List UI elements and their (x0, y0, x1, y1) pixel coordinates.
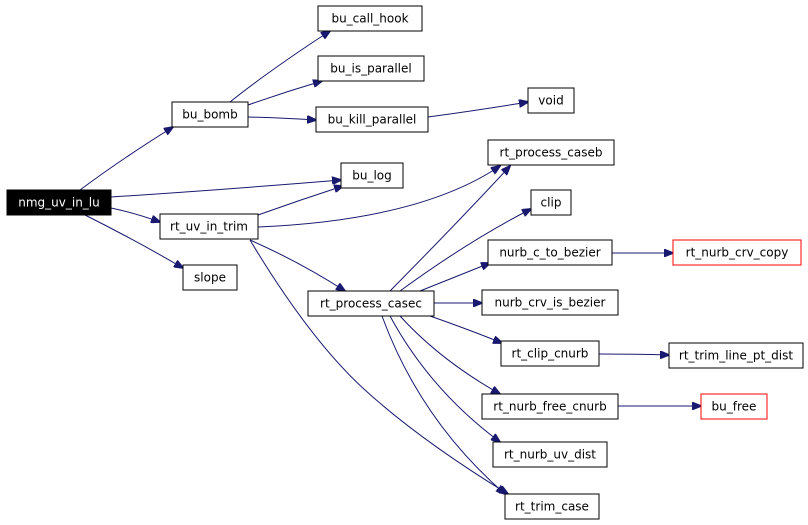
node-box-bu_bomb[interactable] (171, 101, 249, 128)
node-bu_is_parallel[interactable]: bu_is_parallel (317, 55, 425, 82)
edge-nmg_uv_in_lu-to-rt_uv_in_trim (110, 207, 160, 222)
node-rt_process_casec[interactable]: rt_process_casec (307, 290, 435, 317)
node-label-bu_bomb: bu_bomb (182, 108, 238, 122)
node-box-clip[interactable] (530, 189, 572, 216)
edge-nmg_uv_in_lu-to-bu_log (110, 180, 341, 198)
edge-bu_bomb-to-bu_kill_parallel (247, 117, 316, 120)
node-rt_uv_in_trim[interactable]: rt_uv_in_trim (159, 213, 259, 240)
node-label-rt_clip_cnurb: rt_clip_cnurb (512, 347, 589, 361)
edge-bu_kill_parallel-to-void (427, 102, 528, 118)
edge-bu_bomb-to-bu_call_hook (229, 31, 330, 103)
node-rt_clip_cnurb[interactable]: rt_clip_cnurb (500, 340, 600, 367)
node-label-rt_trim_case: rt_trim_case (515, 500, 589, 514)
node-box-bu_log[interactable] (340, 162, 404, 189)
edge-rt_uv_in_trim-to-rt_process_casec (249, 239, 345, 291)
node-box-rt_nurb_crv_copy[interactable] (672, 239, 802, 266)
node-box-rt_nurb_uv_dist[interactable] (492, 441, 608, 468)
node-box-bu_kill_parallel[interactable] (315, 106, 429, 133)
node-slope[interactable]: slope (182, 264, 238, 291)
node-box-rt_clip_cnurb[interactable] (500, 340, 600, 367)
edge-rt_process_casec-to-rt_nurb_free_cnurb (399, 315, 500, 394)
edge-rt_process_casec-to-rt_nurb_uv_dist (389, 315, 500, 442)
node-void[interactable]: void (527, 87, 575, 114)
node-rt_nurb_crv_copy[interactable]: rt_nurb_crv_copy (672, 239, 802, 266)
node-label-slope: slope (194, 271, 226, 285)
edge-rt_uv_in_trim-to-rt_trim_case (249, 239, 508, 494)
edge-rt_process_casec-to-nurb_c_to_bezier (419, 263, 490, 292)
edge-rt_process_casec-to-rt_clip_cnurb (429, 315, 502, 343)
node-label-nmg_uv_in_lu: nmg_uv_in_lu (18, 196, 100, 210)
node-box-rt_nurb_free_cnurb[interactable] (481, 393, 619, 420)
node-label-void: void (538, 94, 563, 108)
node-box-nurb_crv_is_bezier[interactable] (481, 289, 619, 316)
edge-nmg_uv_in_lu-to-bu_bomb (79, 127, 173, 191)
node-rt_trim_case[interactable]: rt_trim_case (504, 493, 600, 520)
node-label-rt_process_caseb: rt_process_caseb (500, 146, 603, 160)
edge-rt_process_casec-to-rt_process_caseb (389, 166, 510, 292)
node-label-rt_uv_in_trim: rt_uv_in_trim (170, 220, 248, 234)
node-label-nurb_crv_is_bezier: nurb_crv_is_bezier (495, 296, 606, 310)
node-clip[interactable]: clip (530, 189, 572, 216)
node-box-rt_process_caseb[interactable] (487, 139, 615, 166)
node-label-rt_nurb_crv_copy: rt_nurb_crv_copy (686, 246, 789, 260)
node-box-bu_free[interactable] (700, 393, 768, 420)
node-label-rt_nurb_free_cnurb: rt_nurb_free_cnurb (493, 400, 606, 414)
node-rt_trim_line_pt_dist[interactable]: rt_trim_line_pt_dist (668, 342, 804, 369)
node-rt_nurb_uv_dist[interactable]: rt_nurb_uv_dist (492, 441, 608, 468)
node-bu_bomb[interactable]: bu_bomb (171, 101, 249, 128)
nodes: nmg_uv_in_lu bu_bomb bu_call_hook bu_is_par… (6, 5, 804, 520)
node-box-rt_trim_case[interactable] (504, 493, 600, 520)
node-bu_log[interactable]: bu_log (340, 162, 404, 189)
edge-rt_process_casec-to-clip (399, 209, 531, 292)
node-box-nmg_uv_in_lu[interactable] (6, 189, 112, 216)
node-label-bu_is_parallel: bu_is_parallel (330, 62, 411, 76)
node-bu_free[interactable]: bu_free (700, 393, 768, 420)
node-box-rt_trim_line_pt_dist[interactable] (668, 342, 804, 369)
node-box-nurb_c_to_bezier[interactable] (487, 239, 613, 266)
node-rt_nurb_free_cnurb[interactable]: rt_nurb_free_cnurb (481, 393, 619, 420)
edge-bu_bomb-to-bu_is_parallel (247, 81, 322, 106)
edge-rt_uv_in_trim-to-rt_process_caseb (257, 166, 500, 228)
edge-rt_uv_in_trim-to-bu_log (257, 186, 343, 216)
node-bu_call_hook[interactable]: bu_call_hook (317, 5, 423, 32)
node-rt_process_caseb[interactable]: rt_process_caseb (487, 139, 615, 166)
node-label-bu_free: bu_free (712, 400, 757, 414)
edges (79, 31, 701, 494)
edge-nmg_uv_in_lu-to-slope (84, 214, 183, 268)
node-label-clip: clip (541, 196, 562, 210)
node-box-bu_is_parallel[interactable] (317, 55, 425, 82)
node-box-slope[interactable] (182, 264, 238, 291)
node-box-void[interactable] (527, 87, 575, 114)
node-nurb_crv_is_bezier[interactable]: nurb_crv_is_bezier (481, 289, 619, 316)
node-nmg_uv_in_lu[interactable]: nmg_uv_in_lu (6, 189, 112, 216)
edge-rt_clip_cnurb-to-rt_trim_line_pt_dist (598, 354, 669, 355)
node-label-nurb_c_to_bezier: nurb_c_to_bezier (499, 246, 600, 260)
node-label-bu_log: bu_log (352, 169, 392, 183)
node-label-rt_trim_line_pt_dist: rt_trim_line_pt_dist (679, 349, 793, 363)
node-box-rt_process_casec[interactable] (307, 290, 435, 317)
edge-rt_process_casec-to-rt_trim_case (381, 315, 505, 494)
node-box-bu_call_hook[interactable] (317, 5, 423, 32)
node-bu_kill_parallel[interactable]: bu_kill_parallel (315, 106, 429, 133)
node-nurb_c_to_bezier[interactable]: nurb_c_to_bezier (487, 239, 613, 266)
node-label-bu_kill_parallel: bu_kill_parallel (328, 113, 417, 127)
node-label-rt_process_casec: rt_process_casec (320, 297, 422, 311)
node-label-rt_nurb_uv_dist: rt_nurb_uv_dist (504, 448, 596, 462)
node-box-rt_uv_in_trim[interactable] (159, 213, 259, 240)
node-label-bu_call_hook: bu_call_hook (331, 12, 408, 26)
